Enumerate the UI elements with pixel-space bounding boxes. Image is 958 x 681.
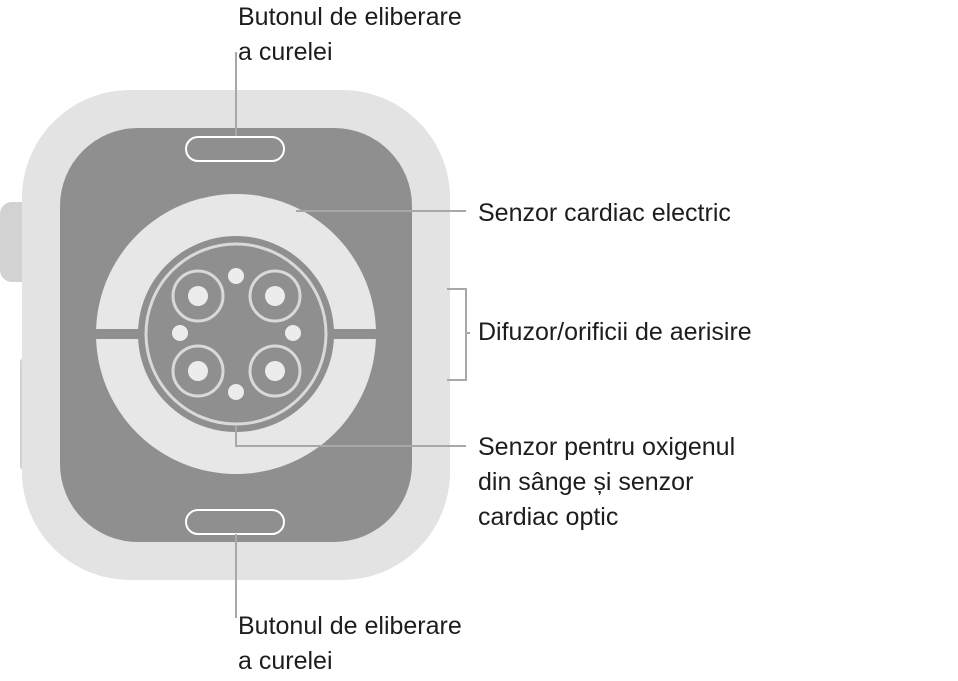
electrode-gap-left (92, 329, 144, 339)
label-line: Senzor cardiac electric (478, 199, 731, 227)
label-strap-release-top: Butonul de eliberare a curelei (238, 0, 462, 70)
label-strap-release-bottom: Butonul de eliberare a curelei (238, 609, 462, 679)
label-speaker-air-vents: Difuzor/orificii de aerisire (478, 315, 752, 350)
label-line: Butonul de eliberare (238, 612, 462, 640)
label-line: Senzor pentru oxigenul (478, 433, 736, 461)
strap-release-button-top (185, 136, 285, 162)
electrode-gap-right (328, 329, 380, 339)
leader-optical (235, 426, 466, 447)
label-blood-oxygen-sensor: Senzor pentru oxigenul din sânge și senz… (478, 430, 735, 535)
optical-led-module-bottom-right (248, 344, 302, 398)
leader-lines (235, 52, 470, 618)
label-line: a curelei (238, 38, 333, 66)
photodiode-dot-top (228, 268, 244, 284)
photodiode-dot-bottom (228, 384, 244, 400)
optical-sensor-core (138, 236, 334, 432)
optical-led-module-bottom-left (171, 344, 225, 398)
strap-release-button-bottom (185, 509, 285, 535)
label-line: Butonul de eliberare (238, 3, 462, 31)
label-line: cardiac optic (478, 503, 619, 531)
leader-speaker (447, 288, 467, 381)
label-line: Difuzor/orificii de aerisire (478, 318, 752, 346)
optical-sensor-inner-ring (144, 242, 328, 426)
optical-led-module-top-left (171, 269, 225, 323)
photodiode-dot-left (172, 325, 188, 341)
label-electrical-heart-sensor: Senzor cardiac electric (478, 196, 731, 231)
optical-led-module-top-right (248, 269, 302, 323)
label-line: din sânge și senzor (478, 468, 694, 496)
label-line: a curelei (238, 647, 333, 675)
photodiode-dot-right (285, 325, 301, 341)
